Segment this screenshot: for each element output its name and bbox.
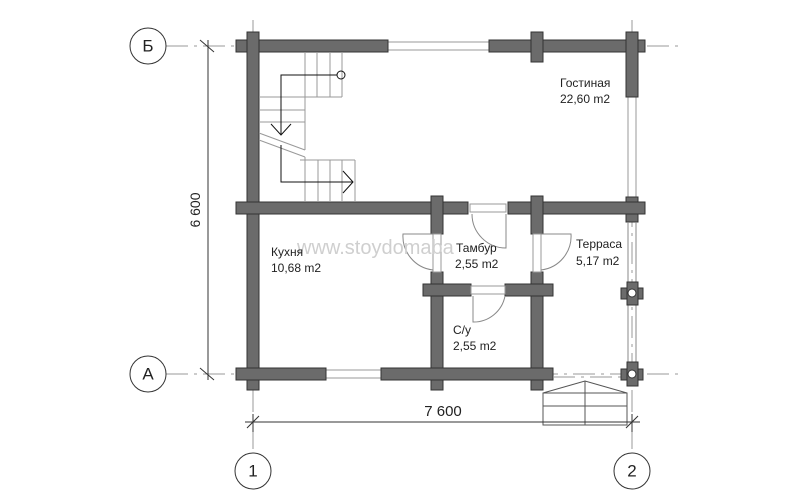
room-area: 5,17 m2: [576, 254, 620, 268]
room-kitchen: Кухня 10,68 m2: [271, 245, 321, 275]
axis-label: 1: [248, 462, 257, 481]
room-terrace: Терраса 5,17 m2: [576, 237, 622, 268]
entrance-steps: [542, 380, 628, 426]
room-name: Кухня: [271, 245, 303, 259]
room-area: 2,55 m2: [455, 257, 499, 271]
dimension-width: 7 600: [245, 403, 640, 432]
room-area: 2,55 m2: [453, 339, 497, 353]
stair-direction-arrow: [270, 70, 354, 194]
axis-label: А: [142, 365, 154, 384]
width-dimension-label: 7 600: [424, 403, 462, 420]
doors: [402, 203, 572, 323]
terrace-post: [620, 361, 644, 387]
room-name: Тамбур: [456, 241, 497, 255]
height-dimension-label: 6 600: [187, 192, 203, 227]
room-bathroom: С/у 2,55 m2: [453, 323, 497, 353]
axis-bubble-2: 2: [613, 452, 651, 490]
axis-bubble-1: 1: [234, 452, 272, 490]
room-name: С/у: [453, 323, 471, 337]
walls: [235, 31, 646, 391]
terrace-post: [620, 281, 644, 306]
axis-bubble-a: А: [129, 355, 167, 393]
dimension-height: 6 600: [187, 39, 215, 381]
room-area: 22,60 m2: [560, 92, 610, 106]
axis-label: 2: [627, 462, 636, 481]
room-name: Терраса: [576, 237, 622, 251]
axis-bubble-b: Б: [129, 27, 167, 65]
room-vestibule: Тамбур 2,55 m2: [455, 241, 499, 271]
room-livingroom: Гостиная 22,60 m2: [560, 76, 610, 106]
room-name: Гостиная: [560, 76, 610, 90]
watermark: www.stoydomaba: [296, 237, 455, 259]
axis-label: Б: [142, 37, 153, 56]
room-area: 10,68 m2: [271, 261, 321, 275]
